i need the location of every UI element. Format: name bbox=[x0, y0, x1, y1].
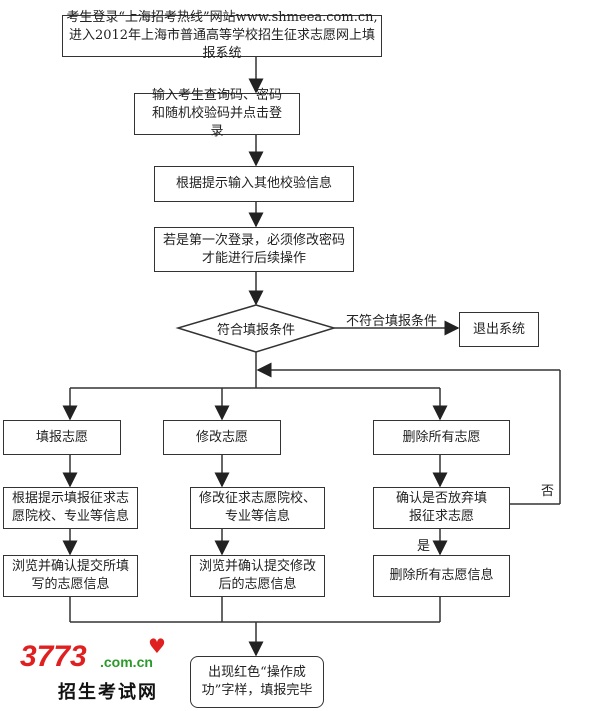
not-qualified-label: 不符合填报条件 bbox=[346, 314, 438, 329]
step-modify-detail: 修改征求志愿院校、专业等信息 bbox=[190, 487, 325, 529]
step-confirm-abandon: 确认是否放弃填报征求志愿 bbox=[373, 487, 510, 529]
no-label: 否 bbox=[541, 484, 555, 499]
step-fill: 填报志愿 bbox=[3, 420, 121, 455]
site-logo: 3773 ♥ .com.cn 招生考试网 bbox=[20, 634, 180, 705]
step-delete-all: 删除所有志愿 bbox=[373, 420, 510, 455]
step-modify: 修改志愿 bbox=[163, 420, 281, 455]
step-login-site: 考生登录“上海招考热线”网站www.shmeea.com.cn, 进入2012年… bbox=[62, 10, 382, 61]
step-verify-info: 根据提示输入其他校验信息 bbox=[154, 166, 354, 202]
condition-label: 符合填报条件 bbox=[216, 323, 295, 338]
yes-label: 是 bbox=[417, 539, 431, 554]
heart-icon: ♥ bbox=[148, 634, 166, 658]
logo-domain: .com.cn bbox=[100, 654, 153, 670]
step-fill-detail: 根据提示填报征求志愿院校、专业等信息 bbox=[3, 487, 138, 529]
logo-number: 3773 bbox=[20, 640, 87, 673]
logo-name: 招生考试网 bbox=[58, 682, 158, 703]
step-done: 出现红色“操作成功”字样，填报完毕 bbox=[190, 656, 324, 708]
step-exit: 退出系统 bbox=[459, 312, 539, 347]
step-delete-info: 删除所有志愿信息 bbox=[373, 555, 510, 597]
step-change-password: 若是第一次登录，必须修改密码才能进行后续操作 bbox=[154, 227, 354, 272]
step-fill-submit: 浏览并确认提交所填写的志愿信息 bbox=[3, 555, 138, 597]
step-modify-submit: 浏览并确认提交修改后的志愿信息 bbox=[190, 555, 325, 597]
step-enter-code: 输入考生查询码、密码和随机校验码并点击登录 bbox=[134, 88, 300, 139]
